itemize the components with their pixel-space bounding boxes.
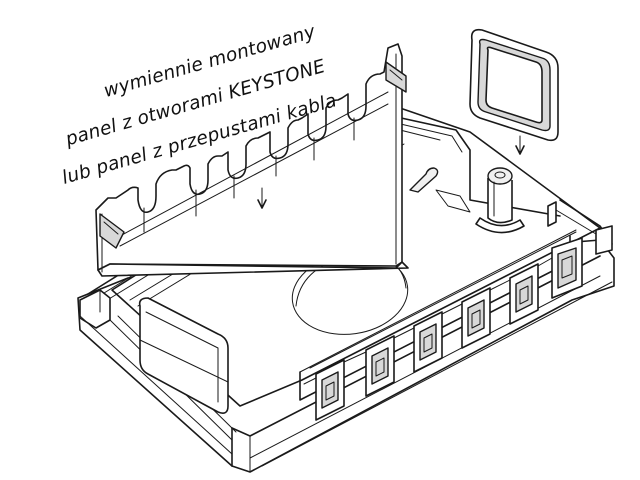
- keystone-sockets: [315, 237, 583, 421]
- keystone-socket-2: [365, 335, 395, 397]
- right-end-cover: [469, 28, 559, 155]
- keystone-panel: [95, 43, 409, 277]
- keystone-socket-4: [461, 287, 491, 349]
- keyhole-slot: [409, 167, 471, 213]
- keystone-socket-6: [551, 237, 583, 299]
- left-side-cover: [138, 297, 229, 414]
- keystone-socket-1: [315, 359, 345, 421]
- right-end-clip: [547, 201, 613, 255]
- keystone-socket-3: [413, 311, 443, 373]
- keystone-socket-5: [509, 263, 539, 325]
- front-wall-ribs: [303, 257, 553, 385]
- screw-boss: [475, 167, 525, 234]
